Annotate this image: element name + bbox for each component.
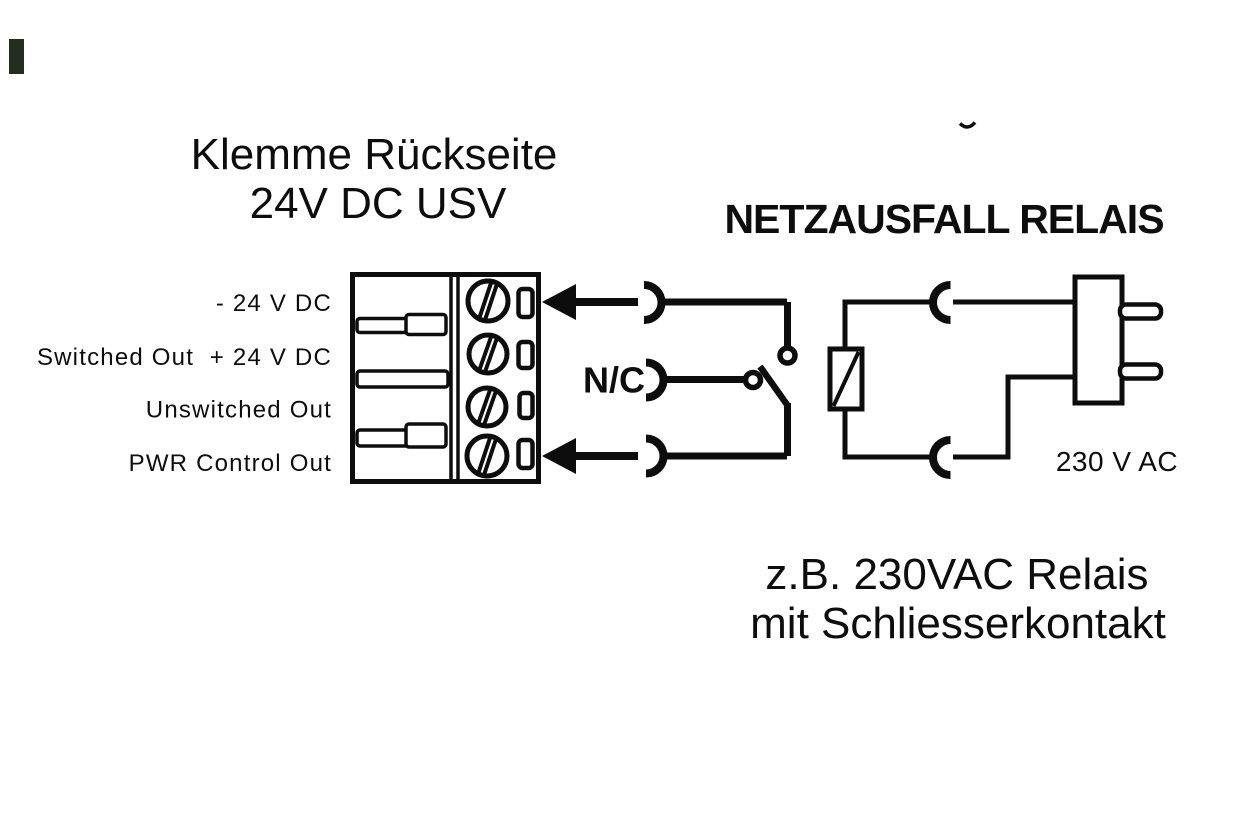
- screw-icon: [465, 385, 509, 429]
- screw-icon: [464, 433, 510, 479]
- switch-pivot-contact: [742, 369, 764, 391]
- contact-slot: [517, 390, 535, 421]
- slot-band: [355, 316, 412, 335]
- terminal-screws: [464, 278, 511, 479]
- relay-coil-diagonal: [831, 351, 861, 407]
- slot-band: [355, 428, 412, 448]
- connector-icon: [643, 281, 666, 324]
- caption-line-1: z.B. 230VAC Relais: [765, 550, 1148, 599]
- slot-band: [355, 369, 450, 389]
- connector-arcs-left: [643, 281, 668, 478]
- switch-blade: [757, 364, 791, 408]
- nc-contact-label: N/C: [583, 360, 645, 401]
- plug-prong: [1117, 362, 1164, 381]
- screw-icon: [466, 332, 510, 376]
- title-line-2: 24V DC USV: [250, 179, 507, 228]
- scan-artifact: [9, 39, 24, 74]
- arrow-left-icon: [542, 438, 576, 474]
- terminal-label-1: - 24 V DC: [216, 290, 332, 317]
- contact-slots: [516, 286, 535, 471]
- terminal-label-2: Switched Out + 24 V DC: [37, 344, 332, 371]
- slot-tab: [404, 312, 448, 337]
- plug-body: [1072, 274, 1125, 406]
- arrow-to-terminal-4: [542, 438, 638, 474]
- heading-netzausfall-relais: NETZAUSFALL RELAIS: [724, 196, 1163, 242]
- switch-contact-top: [777, 345, 798, 366]
- contact-slot: [516, 437, 535, 471]
- terminal-label-4: PWR Control Out: [129, 450, 332, 477]
- stray-curve-mark: [958, 121, 977, 129]
- contact-slot: [516, 286, 535, 320]
- connector-icon: [645, 434, 668, 478]
- voltage-label: 230 V AC: [1056, 446, 1178, 477]
- wire-entry-slots: [355, 312, 450, 449]
- plug-prong: [1117, 302, 1164, 321]
- contact-slot: [516, 339, 535, 371]
- arrow-to-terminal-1: [542, 284, 638, 320]
- terminal-label-3: Unswitched Out: [146, 397, 332, 424]
- relay-contact-circuit: [663, 298, 798, 460]
- title-line-1: Klemme Rückseite: [191, 130, 558, 179]
- slot-tab: [404, 422, 448, 449]
- screw-icon: [465, 278, 511, 324]
- connector-icon: [929, 436, 951, 479]
- mains-plug: [1072, 274, 1164, 406]
- caption-line-2: mit Schliesserkontakt: [750, 599, 1166, 648]
- connector-icon: [929, 281, 951, 324]
- connector-icon: [645, 358, 668, 402]
- arrow-left-icon: [542, 284, 576, 320]
- relay-coil-circuit: [827, 281, 1075, 479]
- terminal-block: [350, 272, 541, 484]
